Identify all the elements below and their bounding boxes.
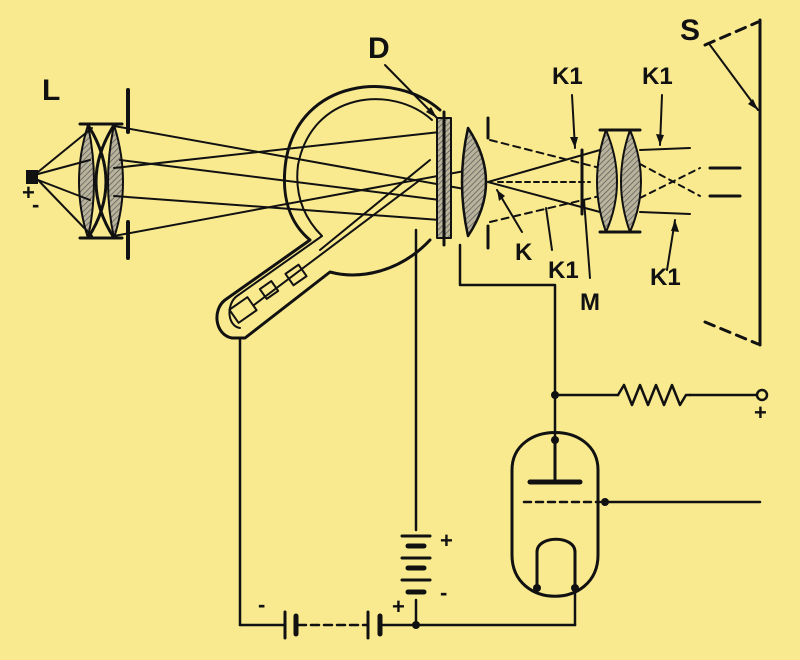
circuit-wiring: [238, 228, 762, 627]
lamp-minus-sign: -: [32, 192, 39, 217]
lamp-plus-sign: +: [22, 180, 35, 205]
objective-lens: [460, 116, 490, 250]
battery-v-plus-sign: +: [440, 528, 453, 553]
scanning-disc: [436, 110, 452, 247]
battery-h-minus-sign: -: [258, 592, 265, 617]
photocell-tube: [215, 85, 442, 340]
output-plus-sign: +: [754, 400, 767, 425]
resistor: [616, 383, 692, 407]
lamp-source: [26, 170, 38, 184]
label-lamp: L: [42, 74, 60, 107]
condenser-lens: [78, 122, 124, 240]
main-beam-rays: [113, 125, 471, 237]
battery-v-minus-sign: -: [440, 580, 447, 605]
circuit-junctions: [412, 391, 609, 629]
label-k1-a: K1: [552, 63, 583, 90]
label-k1-b: K1: [642, 63, 673, 90]
label-k1-d: K1: [650, 264, 681, 291]
projection-screen: [703, 18, 762, 347]
label-k1-c: K1: [548, 257, 579, 284]
lamp-rays: [37, 127, 93, 237]
battery-h-plus-sign: +: [392, 594, 405, 619]
triode-tube: [510, 431, 602, 598]
label-k: K: [515, 239, 533, 266]
label-m: M: [580, 289, 600, 316]
electrode-assembly: [228, 159, 431, 324]
battery-vertical: [400, 534, 432, 595]
projection-lens: [596, 128, 642, 234]
label-screen: S: [680, 14, 700, 47]
label-disc: D: [368, 32, 390, 65]
screen-rays: [639, 147, 742, 215]
output-terminal[interactable]: [755, 388, 769, 402]
battery-horizontal: [283, 610, 383, 640]
leader-arrowheads: [426, 99, 758, 232]
leader-lines: [384, 44, 759, 279]
